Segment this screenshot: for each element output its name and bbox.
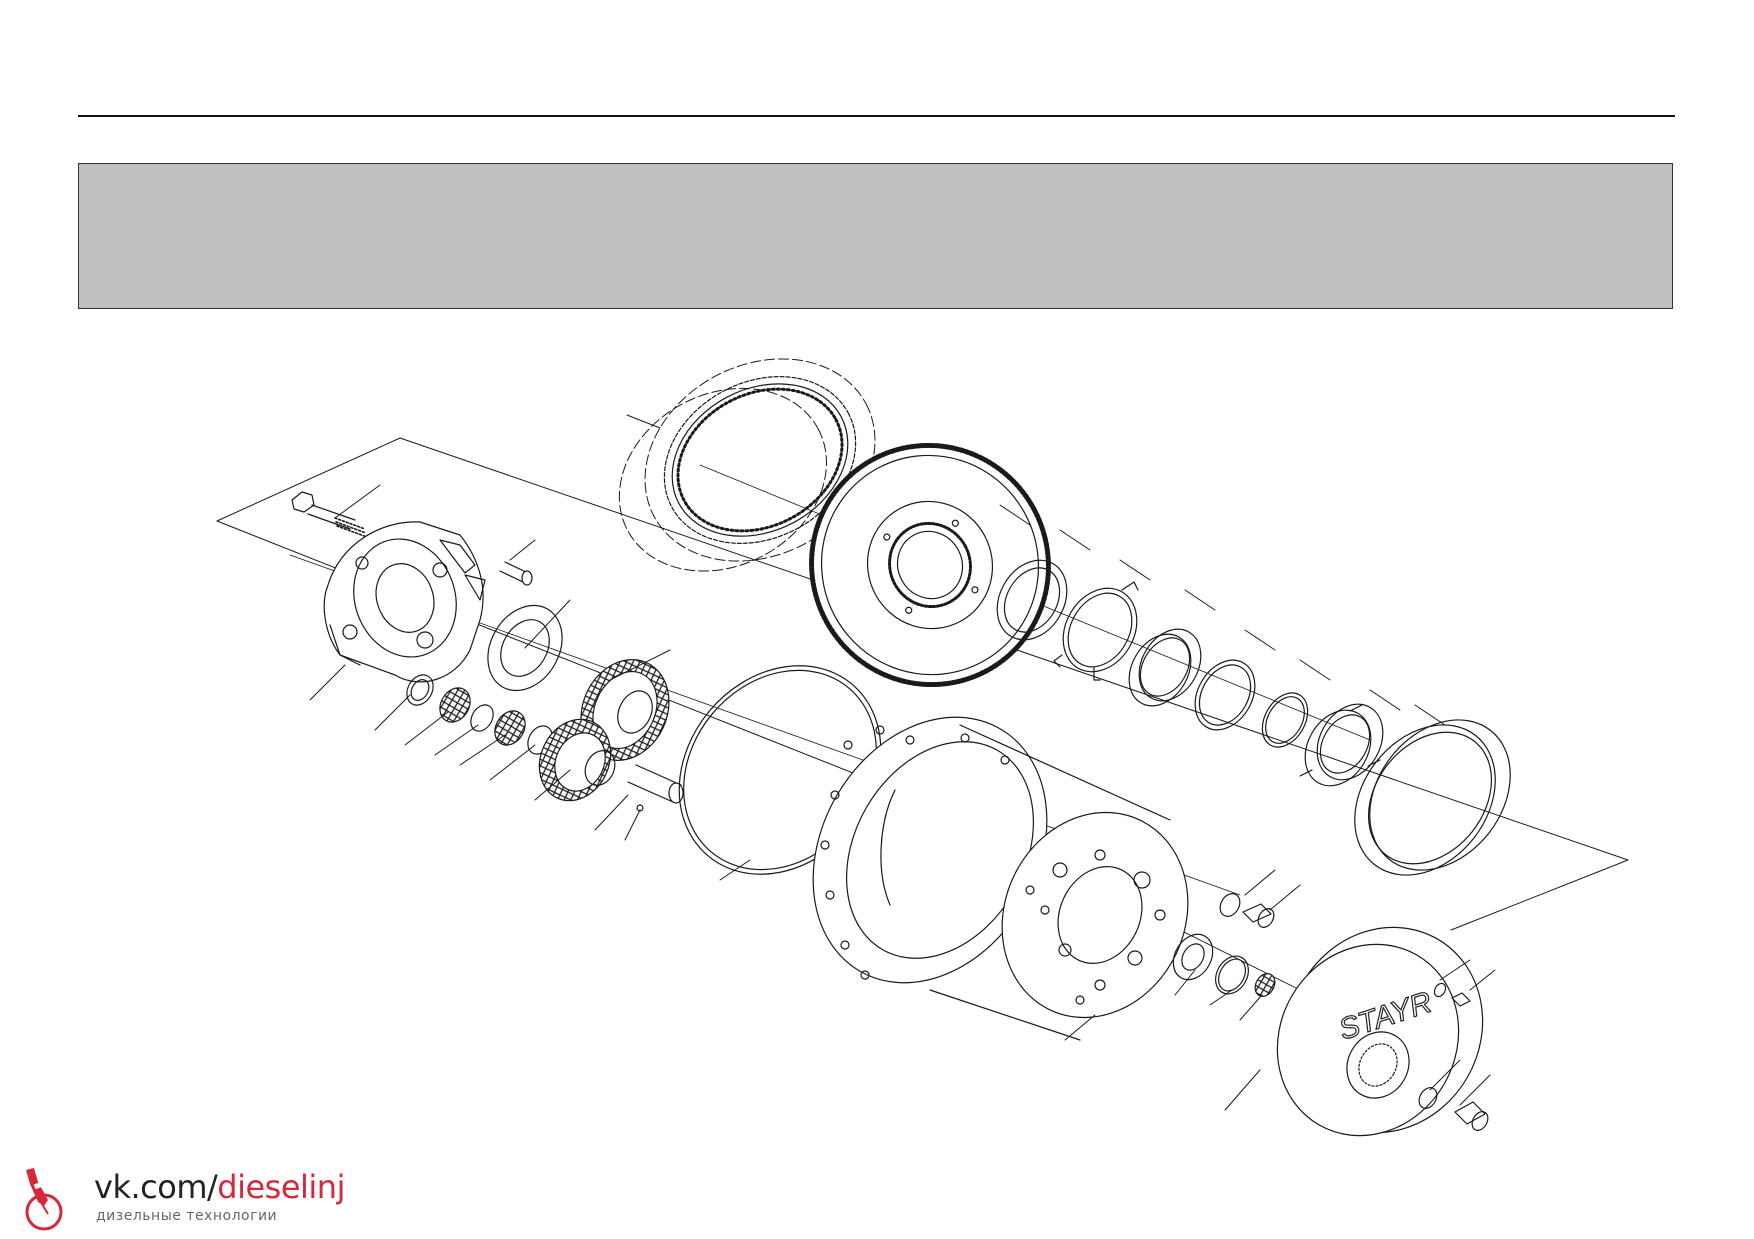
planet-carrier [323,521,486,683]
bearing-ring [1128,628,1202,707]
header-rule [78,115,1675,117]
needle-bearing [439,687,526,746]
planet-thrust-washer [406,674,434,706]
lock-washer [1053,581,1139,681]
watermark-url-prefix: vk.com/ [94,1168,218,1206]
planet-thrust-washer [487,604,563,692]
leader-lines [309,414,1496,1111]
hub-cover: STAYR [1276,926,1484,1137]
seal-washer-small [1433,982,1447,998]
retaining-ring [1194,659,1256,731]
dowel-pin [499,561,533,586]
ring-gear [618,358,876,572]
hub-carrier-gear [809,442,1051,688]
wheel-hub [812,716,1189,1041]
thrust-washer [996,559,1068,641]
tab-washer [1172,933,1214,981]
watermark-url[interactable]: vk.com/dieselinj [94,1168,345,1206]
o-ring-plug-upper [1219,893,1241,917]
planet-pin [627,764,684,804]
shim [1261,692,1309,748]
screw-small [1451,992,1471,1007]
screw-plug-lower [1454,1101,1489,1131]
snap-ring [1215,955,1249,995]
watermark: vk.com/dieselinj дизельные технологии [14,1164,345,1234]
watermark-url-highlight: dieselinj [217,1168,345,1206]
seal-ring [1354,719,1511,876]
threaded-plug [1254,973,1276,997]
slotted-nut [1299,703,1384,787]
watermark-subtitle: дизельные технологии [96,1208,278,1224]
hex-bolt [291,491,368,538]
o-ring-cover [1418,1087,1438,1109]
injector-logo-icon [25,1168,63,1231]
title-band [78,163,1673,309]
